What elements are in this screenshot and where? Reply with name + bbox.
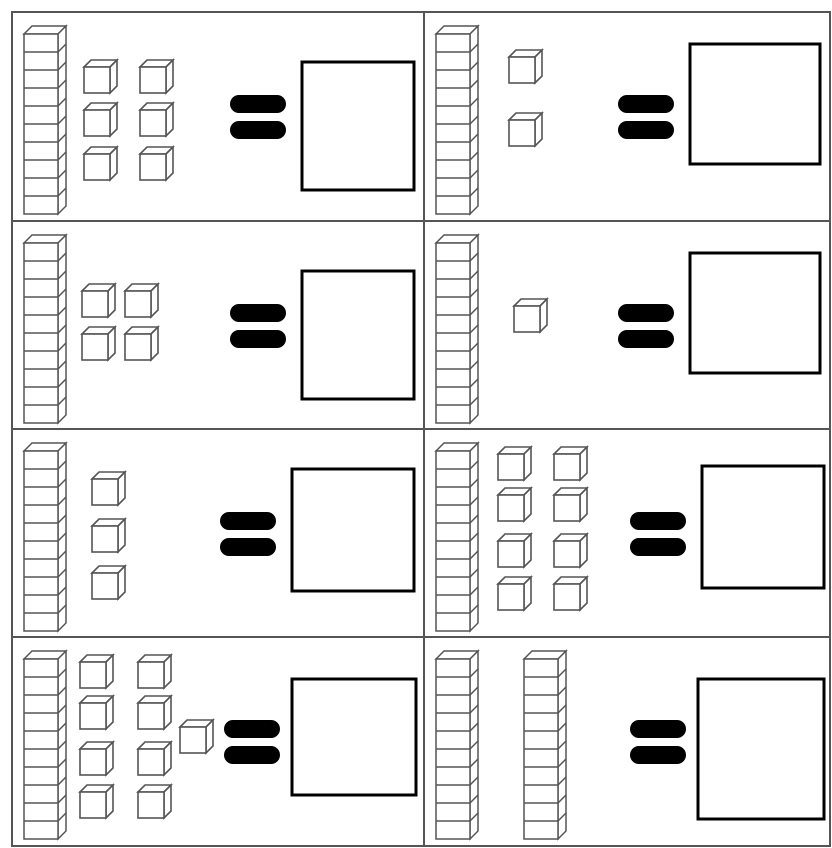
problem-cell <box>436 26 820 214</box>
equals-sign <box>630 720 686 764</box>
equals-sign <box>230 95 286 139</box>
ten-rod <box>24 235 66 423</box>
unit-cube <box>554 534 587 567</box>
equals-sign <box>220 512 276 556</box>
unit-cube <box>498 577 531 610</box>
problem-cell <box>24 651 416 839</box>
answer-box[interactable] <box>302 271 414 399</box>
unit-cube <box>138 696 171 729</box>
answer-box[interactable] <box>690 44 820 164</box>
answer-box[interactable] <box>292 679 416 795</box>
ten-rod <box>436 443 478 631</box>
ten-rod <box>436 651 478 839</box>
problem-cell <box>436 651 824 839</box>
problem-cell <box>24 443 414 631</box>
ten-rod <box>436 235 478 423</box>
answer-box[interactable] <box>292 469 414 591</box>
unit-cube <box>138 742 171 775</box>
unit-cube <box>84 147 117 180</box>
unit-cube <box>82 284 115 317</box>
equals-sign <box>630 512 686 556</box>
unit-cube <box>125 327 158 360</box>
equals-sign <box>618 304 674 348</box>
ten-rod <box>24 651 66 839</box>
unit-cube <box>498 488 531 521</box>
ten-rod <box>24 26 66 214</box>
unit-cube <box>554 577 587 610</box>
answer-box[interactable] <box>698 679 824 819</box>
unit-cube <box>80 742 113 775</box>
problem-cell <box>436 235 820 423</box>
equals-sign <box>618 95 674 139</box>
unit-cube <box>80 696 113 729</box>
answer-box[interactable] <box>302 62 414 190</box>
ten-rod <box>24 443 66 631</box>
unit-cube <box>554 447 587 480</box>
unit-cube <box>92 519 125 552</box>
ten-rod <box>524 651 566 839</box>
answer-box[interactable] <box>702 466 824 588</box>
unit-cube <box>138 655 171 688</box>
unit-cube <box>180 720 213 753</box>
unit-cube <box>509 50 542 83</box>
unit-cube <box>84 60 117 93</box>
unit-cube <box>80 655 113 688</box>
unit-cube <box>80 785 113 818</box>
unit-cube <box>554 488 587 521</box>
unit-cube <box>138 785 171 818</box>
equals-sign <box>230 304 286 348</box>
unit-cube <box>498 534 531 567</box>
ten-rod <box>436 26 478 214</box>
unit-cube <box>92 566 125 599</box>
equals-sign <box>224 720 280 764</box>
unit-cube <box>140 103 173 136</box>
unit-cube <box>125 284 158 317</box>
answer-box[interactable] <box>690 253 820 373</box>
problem-cell <box>24 235 414 423</box>
unit-cube <box>509 113 542 146</box>
unit-cube <box>140 60 173 93</box>
problem-cell <box>436 443 824 631</box>
problem-cell <box>24 26 414 214</box>
unit-cube <box>84 103 117 136</box>
unit-cube <box>82 327 115 360</box>
unit-cube <box>92 472 125 505</box>
unit-cube <box>140 147 173 180</box>
unit-cube <box>498 447 531 480</box>
unit-cube <box>514 299 547 332</box>
